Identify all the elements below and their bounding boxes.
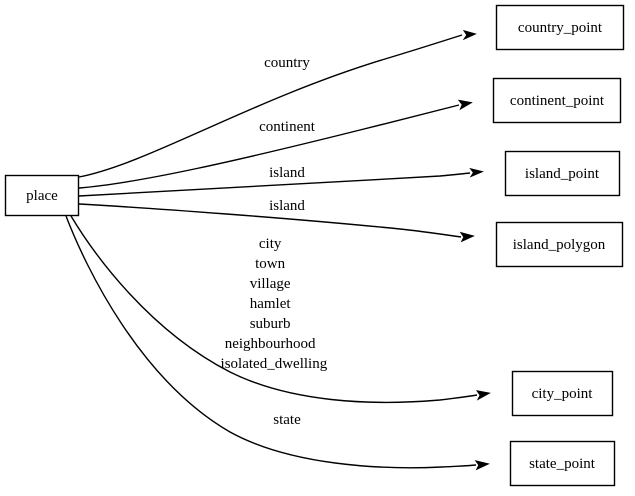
node-island_point-label: island_point bbox=[525, 166, 600, 182]
edge-line-country bbox=[78, 34, 463, 178]
edge-arrowhead-country bbox=[462, 29, 477, 41]
edge-label-state: state bbox=[273, 412, 301, 428]
edge-label-city-line-3: village bbox=[250, 276, 291, 292]
edge-label-city-line-4: hamlet bbox=[250, 296, 292, 312]
edge-arrowhead-island-polygon bbox=[459, 231, 475, 243]
node-state_point-box[interactable] bbox=[509, 440, 616, 487]
edge-arrowhead-city bbox=[475, 390, 491, 401]
edge-line-state bbox=[65, 215, 477, 469]
node-island_polygon-box[interactable] bbox=[495, 221, 624, 268]
edge-place-to-continent_point: continent bbox=[78, 99, 473, 189]
node-country_point[interactable]: country_point bbox=[495, 4, 625, 51]
edge-arrowhead-island-point bbox=[469, 167, 484, 178]
node-city_point[interactable]: city_point bbox=[511, 370, 614, 417]
node-island_polygon-label: island_polygon bbox=[513, 237, 606, 253]
node-state_point-label: state_point bbox=[529, 456, 596, 472]
edge-place-to-island_point: island bbox=[78, 165, 484, 197]
edge-line-island-polygon bbox=[78, 203, 462, 238]
node-place[interactable]: place bbox=[4, 174, 80, 217]
edge-label-city: city town village hamlet suburb neighbou… bbox=[221, 236, 354, 372]
node-continent_point[interactable]: continent_point bbox=[492, 77, 622, 124]
node-place-label: place bbox=[26, 188, 58, 204]
edge-label-continent: continent bbox=[259, 119, 316, 135]
edge-place-to-island_polygon: island bbox=[78, 198, 475, 243]
edge-label-island-point: island bbox=[269, 165, 305, 181]
node-city_point-label: city_point bbox=[532, 386, 594, 402]
edge-label-city-line-7: isolated_dwelling bbox=[221, 356, 328, 372]
edge-line-continent bbox=[78, 104, 460, 189]
edge-place-to-city_point: city town village hamlet suburb neighbou… bbox=[70, 215, 491, 404]
edge-label-city-line-1: city bbox=[259, 236, 282, 252]
node-city_point-box[interactable] bbox=[511, 370, 614, 417]
edge-arrowhead-state bbox=[474, 460, 490, 471]
edge-line-island-point bbox=[78, 172, 471, 197]
node-continent_point-box[interactable] bbox=[492, 77, 622, 124]
node-island_point[interactable]: island_point bbox=[504, 150, 621, 197]
node-island_point-box[interactable] bbox=[504, 150, 621, 197]
node-state_point[interactable]: state_point bbox=[509, 440, 616, 487]
node-place-box[interactable] bbox=[4, 174, 80, 217]
node-country_point-box[interactable] bbox=[495, 4, 625, 51]
edge-place-to-state_point: state bbox=[65, 215, 490, 471]
node-country_point-label: country_point bbox=[518, 20, 603, 36]
node-continent_point-label: continent_point bbox=[510, 93, 605, 109]
edge-label-city-line-6: neighbourhood bbox=[225, 336, 316, 352]
edge-label-country: country bbox=[264, 55, 310, 71]
edge-arrowhead-continent bbox=[457, 99, 473, 111]
edge-label-city-line-2: town bbox=[255, 256, 286, 272]
node-island_polygon[interactable]: island_polygon bbox=[495, 221, 624, 268]
edge-label-island-polygon: island bbox=[269, 198, 305, 214]
edge-label-city-line-5: suburb bbox=[250, 316, 291, 332]
edge-line-city bbox=[70, 215, 478, 404]
edge-place-to-country_point: country bbox=[78, 29, 477, 178]
